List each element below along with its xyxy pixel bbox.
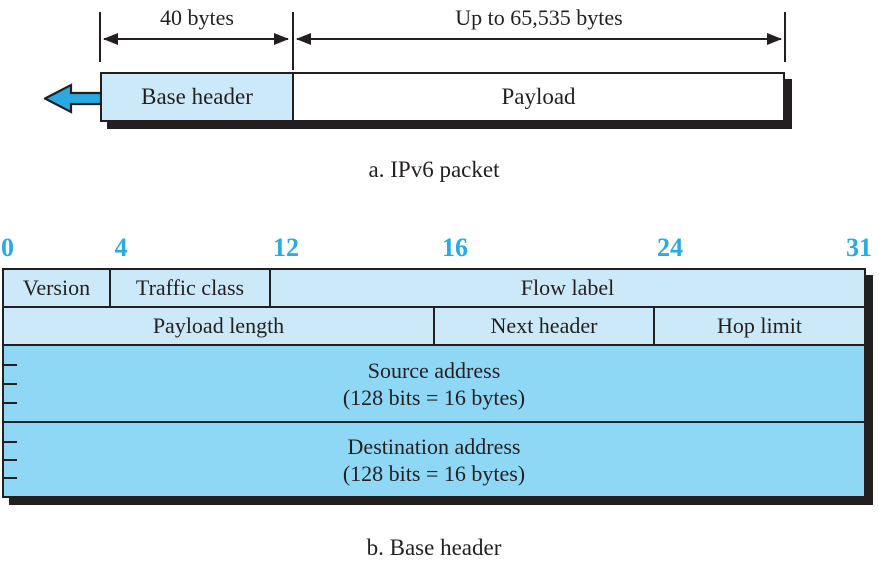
cell-version: Version bbox=[4, 270, 111, 306]
table-row-version: Version Traffic class Flow label bbox=[4, 270, 864, 306]
dim-arrow-base-header bbox=[103, 33, 289, 45]
cell-traffic-class: Traffic class bbox=[111, 270, 271, 306]
source-address-block: Source address (128 bits = 16 bytes) bbox=[4, 344, 864, 421]
cell-flow-label: Flow label bbox=[520, 275, 615, 300]
word-boundary-tick bbox=[4, 459, 17, 461]
dim-label-payload: Up to 65,535 bytes bbox=[455, 5, 623, 30]
cell-next-header: Next header bbox=[435, 308, 655, 344]
dim-arrow-payload bbox=[296, 33, 782, 45]
source-address-size-note: (128 bits = 16 bytes) bbox=[342, 384, 526, 410]
bit-label-31: 31 bbox=[846, 233, 872, 262]
destination-address-title: Destination address bbox=[347, 433, 521, 459]
bit-label-24: 24 bbox=[657, 233, 683, 262]
transmission-direction-arrow-icon bbox=[44, 83, 102, 114]
base-header-table: Version Traffic class Flow label Payload… bbox=[2, 268, 866, 498]
table-row-payload-length: Payload length Next header Hop limit bbox=[4, 306, 864, 344]
destination-address-size-note: (128 bits = 16 bytes) bbox=[342, 460, 526, 486]
word-boundary-tick bbox=[4, 441, 17, 443]
word-boundary-tick bbox=[4, 364, 17, 366]
bit-label-0: 0 bbox=[1, 233, 14, 262]
payload-segment: Payload bbox=[294, 74, 783, 120]
destination-address-block: Destination address (128 bits = 16 bytes… bbox=[4, 421, 864, 496]
guide-line-left bbox=[99, 12, 101, 62]
base-header-segment: Base header bbox=[102, 74, 294, 120]
bit-label-16: 16 bbox=[442, 233, 468, 262]
guide-line-middle bbox=[292, 12, 294, 70]
word-boundary-tick bbox=[4, 383, 17, 385]
cell-payload-length: Payload length bbox=[4, 308, 435, 344]
packet-box: Base header Payload bbox=[100, 72, 785, 122]
word-boundary-tick bbox=[4, 402, 17, 404]
caption-ipv6-packet: a. IPv6 packet bbox=[368, 157, 500, 182]
guide-line-right bbox=[784, 12, 786, 62]
cell-hop-limit: Hop limit bbox=[717, 313, 802, 338]
bit-label-4: 4 bbox=[114, 233, 128, 262]
source-address-title: Source address bbox=[367, 357, 501, 383]
bit-label-12: 12 bbox=[273, 233, 299, 262]
caption-base-header: b. Base header bbox=[366, 535, 502, 560]
dim-label-base-header: 40 bytes bbox=[160, 5, 234, 30]
word-boundary-tick bbox=[4, 477, 17, 479]
